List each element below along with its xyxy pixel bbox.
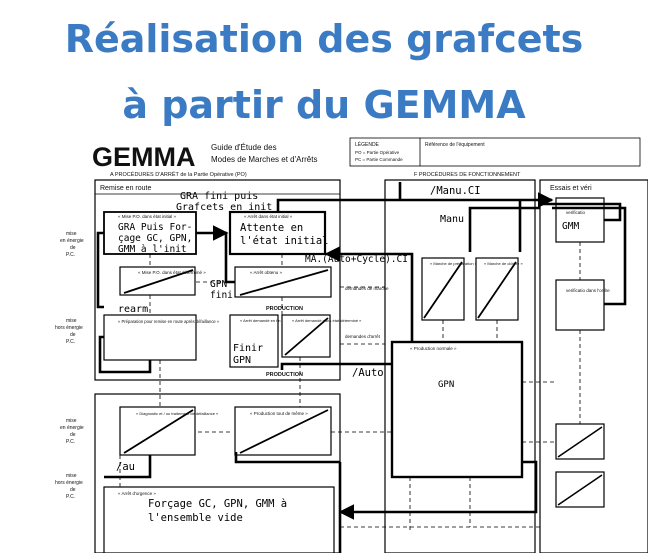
essais-label: Essais et véri xyxy=(550,185,592,192)
note-forcage-2: l'ensemble vide xyxy=(148,512,243,524)
section-a-header: A PROCÉDURES D'ARRÊT de la Partie Opérat… xyxy=(110,170,247,178)
box-a6 xyxy=(103,211,197,255)
box-d2-label: « Diagnostic et / ou traitement de défai… xyxy=(136,411,219,416)
box-a4-slash xyxy=(239,269,329,296)
side-label-4: mise hors énergie de P.C. xyxy=(55,473,83,500)
section-f-header: F PROCÉDURES DE FONCTIONNEMENT xyxy=(414,171,521,178)
svg-text:mise: mise xyxy=(66,318,77,324)
box-a5 xyxy=(103,314,197,361)
demandes-arret-label: demandes d'arrêt xyxy=(345,334,381,339)
legend-box xyxy=(349,137,641,167)
note-gpn: GPN xyxy=(438,380,454,390)
note-au: /au xyxy=(116,461,135,473)
box-a6-label: « Mise P.O. dans état initial » xyxy=(118,214,176,219)
box-right-4-slash xyxy=(557,474,603,506)
box-d3-slash xyxy=(239,409,329,454)
side-label-1: mise en énergie de P.C. xyxy=(60,231,84,258)
note-attente-2: l'état initial xyxy=(240,235,329,247)
side-label-3: mise en énergie de P.C. xyxy=(60,418,84,445)
box-right-2-label: verificatio dans l'ordre xyxy=(566,288,610,293)
box-a2-slash xyxy=(284,317,329,356)
box-f3-slash xyxy=(477,261,517,319)
bold-flows xyxy=(96,182,627,553)
box-f2-slash xyxy=(423,261,463,319)
note-manu: Manu xyxy=(440,214,464,225)
svg-text:P.C.: P.C. xyxy=(66,252,75,258)
page-title-line1: Réalisation des grafcets xyxy=(64,17,584,61)
svg-text:mise: mise xyxy=(66,473,77,479)
note-gra-fini: GRA fini puis xyxy=(180,191,258,202)
svg-text:en énergie: en énergie xyxy=(60,238,84,244)
box-a5-label: « Préparation pour remise en route après… xyxy=(118,319,220,324)
dashed-flows xyxy=(119,242,581,532)
note-attente-1: Attente en xyxy=(240,222,303,234)
note-finir-2: GPN xyxy=(233,355,251,366)
gemma-diagram: GEMMA Guide d'Étude des Modes de Marches… xyxy=(55,137,648,553)
legend-pc: PC = Partie Commande xyxy=(355,157,403,162)
box-a1-label: « Arrêt dans état initial » xyxy=(244,214,293,219)
side-label-2: mise hors énergie de P.C. xyxy=(55,318,83,345)
box-right-3-slash xyxy=(557,426,603,458)
box-d1-label: « Arrêt d'urgence » xyxy=(118,491,156,496)
svg-text:mise: mise xyxy=(66,231,77,237)
guide-line1: Guide d'Étude des xyxy=(211,143,277,152)
frame-essais xyxy=(539,179,648,553)
gemma-logo: GEMMA xyxy=(92,142,196,172)
box-f1 xyxy=(390,340,524,479)
svg-text:de: de xyxy=(70,432,76,438)
note-finir-1: Finir xyxy=(233,343,263,354)
note-forcage-1: Forçage GC, GPN, GMM à xyxy=(148,498,287,510)
svg-text:P.C.: P.C. xyxy=(66,339,75,345)
demandes-marche-label: demandes de marche xyxy=(345,286,389,291)
svg-text:de: de xyxy=(70,487,76,493)
note-ma-auto: MA.(Auto+Cycle).CI xyxy=(305,254,408,265)
box-a3-label: « Arrêt demandé en fin de cycle » xyxy=(240,318,300,323)
note-gpn-fini-2: fini xyxy=(210,290,233,301)
box-a4-label: « Arrêt obtenu » xyxy=(250,270,283,275)
production-label-2: PRODUCTION xyxy=(266,372,303,378)
note-auto: /Auto xyxy=(352,367,384,379)
frame-a xyxy=(94,179,341,381)
svg-text:de: de xyxy=(70,332,76,338)
legend-title: LÉGENDE xyxy=(355,141,380,148)
box-a3 xyxy=(229,314,279,368)
note-gmm: GMM xyxy=(562,221,579,232)
box-a7-slash xyxy=(123,269,194,294)
box-d3-label: « Production tout de même » xyxy=(250,411,308,416)
reference-label: Référence de l'équipement xyxy=(425,142,485,148)
box-f1-label: « Production normale » xyxy=(410,346,457,351)
frame-f xyxy=(384,179,536,553)
box-d1 xyxy=(103,486,335,553)
note-rearm: rearm xyxy=(118,304,148,315)
svg-text:P.C.: P.C. xyxy=(66,439,75,445)
svg-text:P.C.: P.C. xyxy=(66,494,75,500)
note-gra-puis-1: GRA Puis For- xyxy=(118,222,192,233)
box-a2-label: « Arrêt demandé dans état déterminé » xyxy=(292,318,362,323)
box-right-1-label: verificatio xyxy=(566,210,586,215)
svg-text:mise: mise xyxy=(66,418,77,424)
svg-text:hors énergie: hors énergie xyxy=(55,480,83,486)
note-gra-puis-3: GMM à l'init xyxy=(118,244,187,255)
note-grafcets-init: Grafcets en init xyxy=(176,202,272,213)
box-f2-label: « Marche de préparation » xyxy=(430,261,478,266)
note-gpn-fini-1: GPN xyxy=(210,279,227,290)
box-a1 xyxy=(228,210,327,256)
box-a7-label: « Mise P.O. dans état déterminé » xyxy=(138,270,206,275)
box-f3-label: « Marche de clôture » xyxy=(484,261,523,266)
svg-text:en énergie: en énergie xyxy=(60,425,84,431)
note-manu-ci: /Manu.CI xyxy=(430,185,481,197)
svg-text:hors énergie: hors énergie xyxy=(55,325,83,331)
box-d2-slash xyxy=(123,409,194,454)
legend-po: PO = Partie Opérative xyxy=(355,150,400,155)
note-gra-puis-2: çage GC, GPN, xyxy=(118,233,192,244)
svg-text:de: de xyxy=(70,245,76,251)
guide-line2: Modes de Marches et d'Arrêts xyxy=(211,155,317,164)
production-label-1: PRODUCTION xyxy=(266,306,303,312)
page-title-line2: à partir du GEMMA xyxy=(122,83,526,127)
remise-en-route-label: Remise en route xyxy=(100,185,151,192)
